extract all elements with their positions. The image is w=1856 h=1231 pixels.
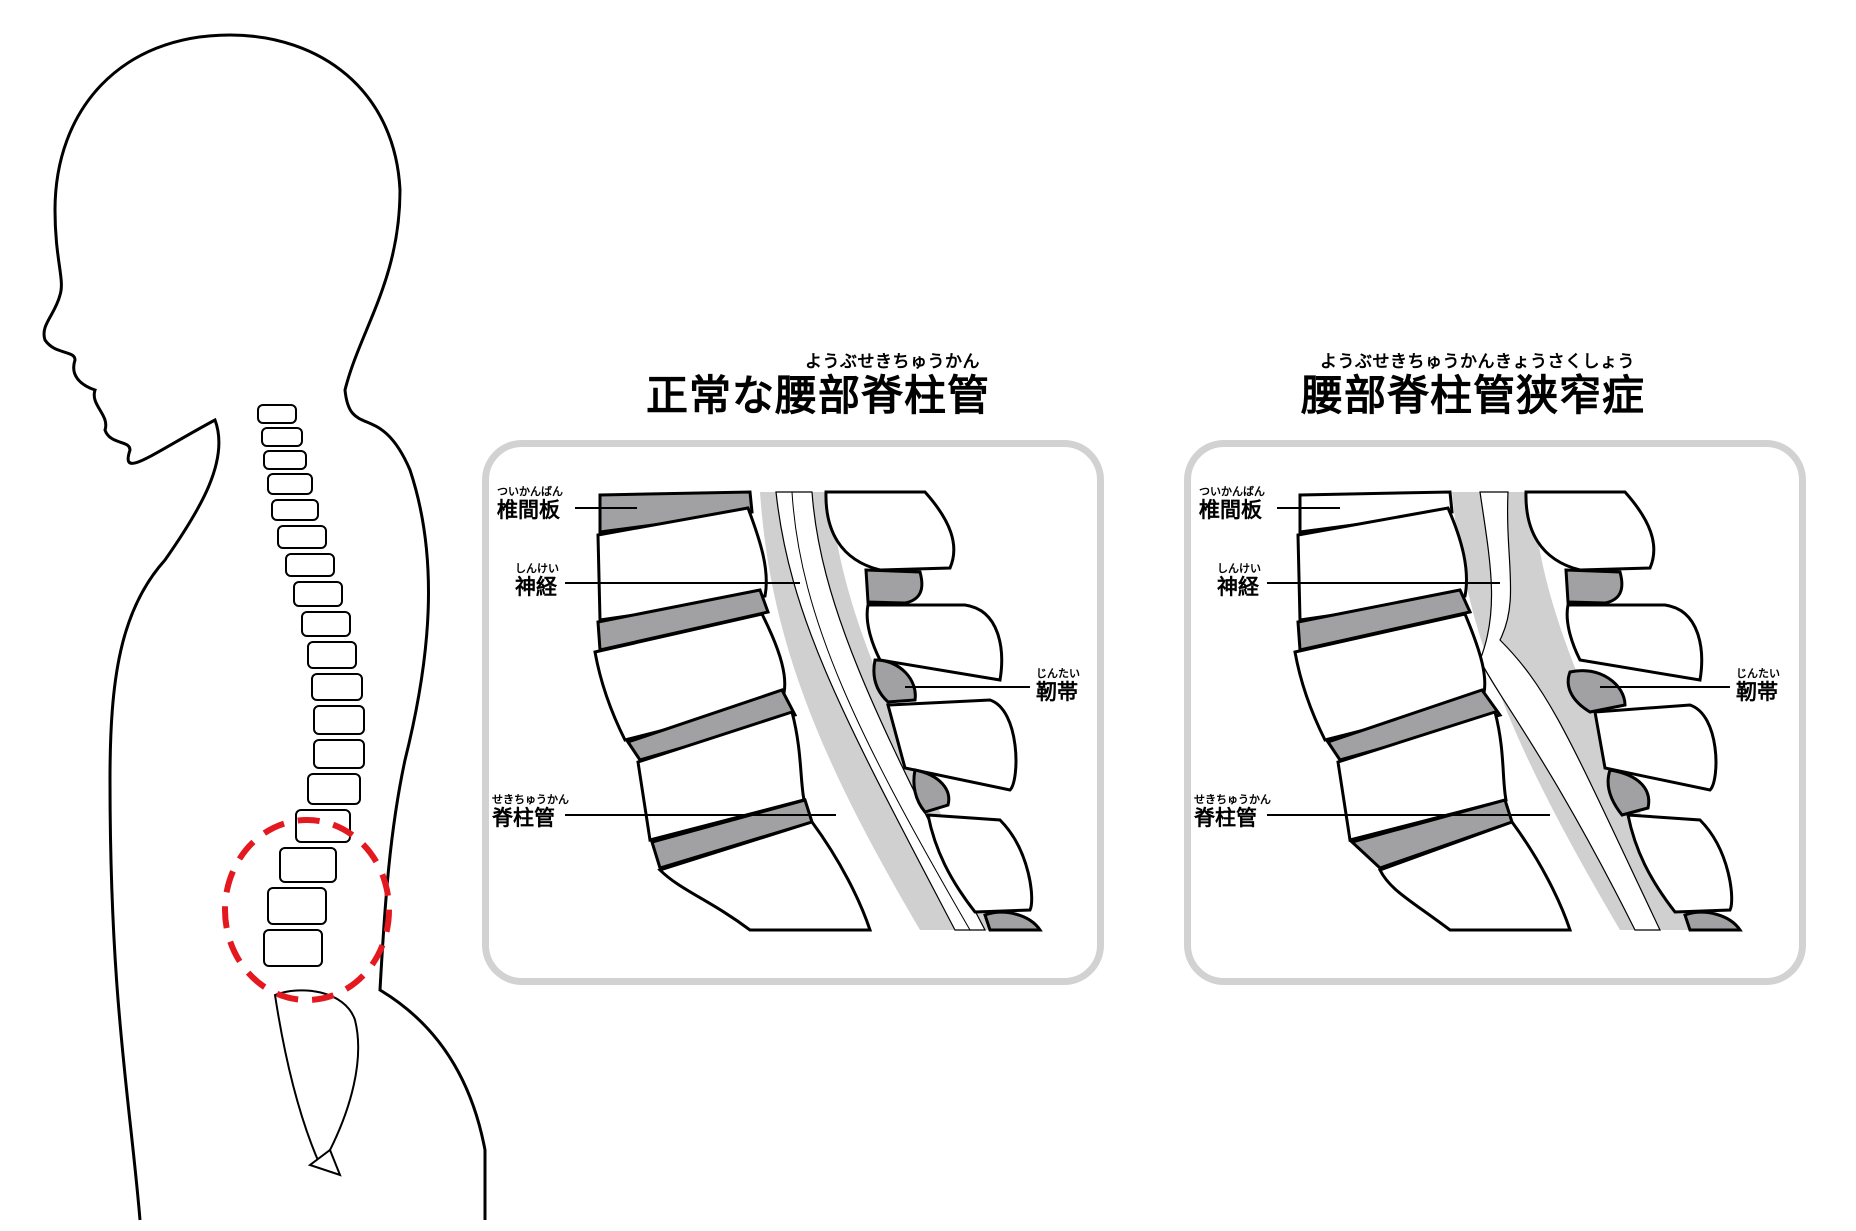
normal-title: 正常な腰部脊柱管: [645, 371, 990, 420]
label-ligament-stenosis: じんたい 靭帯: [1736, 667, 1780, 704]
label-nerve-stenosis: しんけい 神経: [1217, 562, 1261, 599]
label-ligament-normal: じんたい 靭帯: [1036, 667, 1080, 704]
spine-illustration: [257, 404, 365, 1177]
normal-title-block: ようぶせきちゅうかん 正常な腰部脊柱管: [640, 352, 990, 420]
label-canal-stenosis: せきちゅうかん 脊柱管: [1194, 793, 1271, 830]
highlight-circle: [222, 817, 392, 1003]
label-canal-normal: せきちゅうかん 脊柱管: [492, 793, 569, 830]
stenosis-title-block: ようぶせきちゅうかんきょうさくしょう 腰部脊柱管狭窄症: [1300, 352, 1645, 420]
normal-title-ruby: ようぶせきちゅうかん: [805, 352, 980, 372]
label-disc-stenosis: ついかんばん 椎間板: [1199, 485, 1265, 522]
label-nerve-normal: しんけい 神経: [515, 562, 559, 599]
label-disc-normal: ついかんばん 椎間板: [497, 485, 563, 522]
stenosis-title-ruby: ようぶせきちゅうかんきょうさくしょう: [1320, 352, 1635, 372]
body-outline: [42, 33, 487, 1221]
stenosis-title: 腰部脊柱管狭窄症: [1300, 371, 1645, 420]
